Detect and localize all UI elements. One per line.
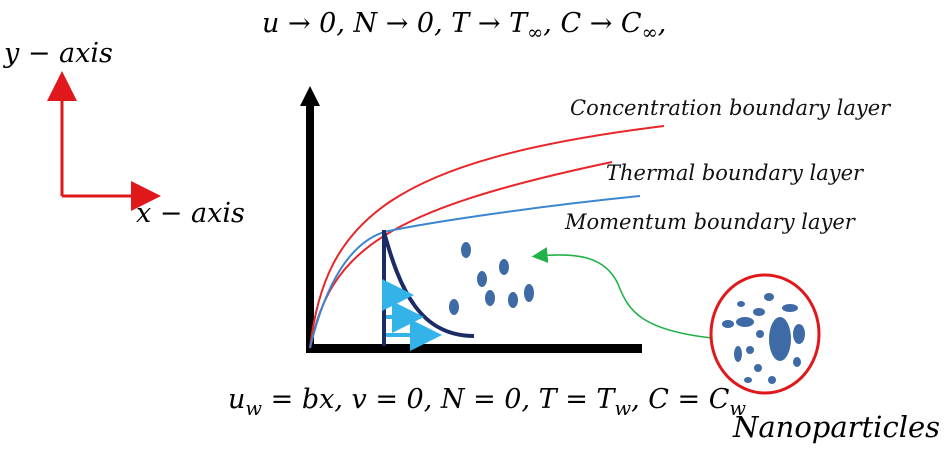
nanoparticle-icon <box>793 357 801 367</box>
nanoparticle-icon <box>461 242 471 258</box>
far-field-part1: u → 0, N → 0, T → T <box>262 8 528 39</box>
coordinate-axes-icon <box>47 71 161 211</box>
pointer-arrow-icon <box>531 247 713 339</box>
momentum-layer-label: Momentum boundary layer <box>565 210 855 234</box>
velocity-profile <box>382 230 475 351</box>
far-field-sub2: ∞ <box>641 20 658 44</box>
nanoparticle-icon <box>477 271 487 287</box>
nanoparticle-icon <box>768 376 776 384</box>
wall-condition: uw = bx, v = 0, N = 0, T = Tw, C = Cw <box>228 384 746 420</box>
nanoparticle-icon <box>744 377 752 383</box>
nanoparticle-icon <box>782 304 798 312</box>
x-axis-label: x − axis <box>136 198 245 229</box>
nanoparticle-icon <box>524 284 534 302</box>
nanoparticle-icon <box>769 317 791 361</box>
nanoparticle-icon <box>736 317 754 327</box>
nanoparticle-icon <box>499 259 509 275</box>
flow-nanoparticles <box>449 242 534 315</box>
nanoparticle-icon <box>793 324 805 344</box>
nanoparticle-icon <box>756 330 764 338</box>
nanoparticles-label: Nanoparticles <box>733 410 941 444</box>
nanoparticle-icon <box>449 299 459 315</box>
wall-u-sub: w <box>245 396 263 420</box>
nanoparticle-icon <box>508 292 518 308</box>
far-field-tail: , <box>657 8 667 39</box>
nanoparticle-icon <box>753 308 765 316</box>
thermal-layer-label: Thermal boundary layer <box>606 161 864 185</box>
nanoparticles-inset <box>709 273 821 395</box>
momentum-curve <box>309 195 641 349</box>
nanoparticle-icon <box>764 293 774 301</box>
nanoparticle-icon <box>485 290 495 306</box>
y-axis-label: y − axis <box>4 38 113 69</box>
nanoparticle-icon <box>737 301 745 307</box>
wall-c-sub: w <box>729 396 747 420</box>
wall-t-sub: w <box>614 396 632 420</box>
concentration-curve <box>309 125 665 349</box>
wall-c: , C = C <box>631 384 730 415</box>
far-field-sub1: ∞ <box>527 20 544 44</box>
far-field-condition: u → 0, N → 0, T → T∞, C → C∞, <box>262 8 666 44</box>
wall-u: u <box>228 384 246 415</box>
nanoparticle-icon <box>722 320 734 328</box>
nanoparticle-icon <box>734 346 742 362</box>
far-field-part2: , C → C <box>543 8 642 39</box>
concentration-layer-label: Concentration boundary layer <box>570 96 891 120</box>
wall-mid: = bx, v = 0, N = 0, T = T <box>262 384 615 415</box>
nanoparticle-icon <box>754 364 762 372</box>
plot-axes <box>300 86 642 353</box>
nanoparticle-icon <box>746 346 754 354</box>
